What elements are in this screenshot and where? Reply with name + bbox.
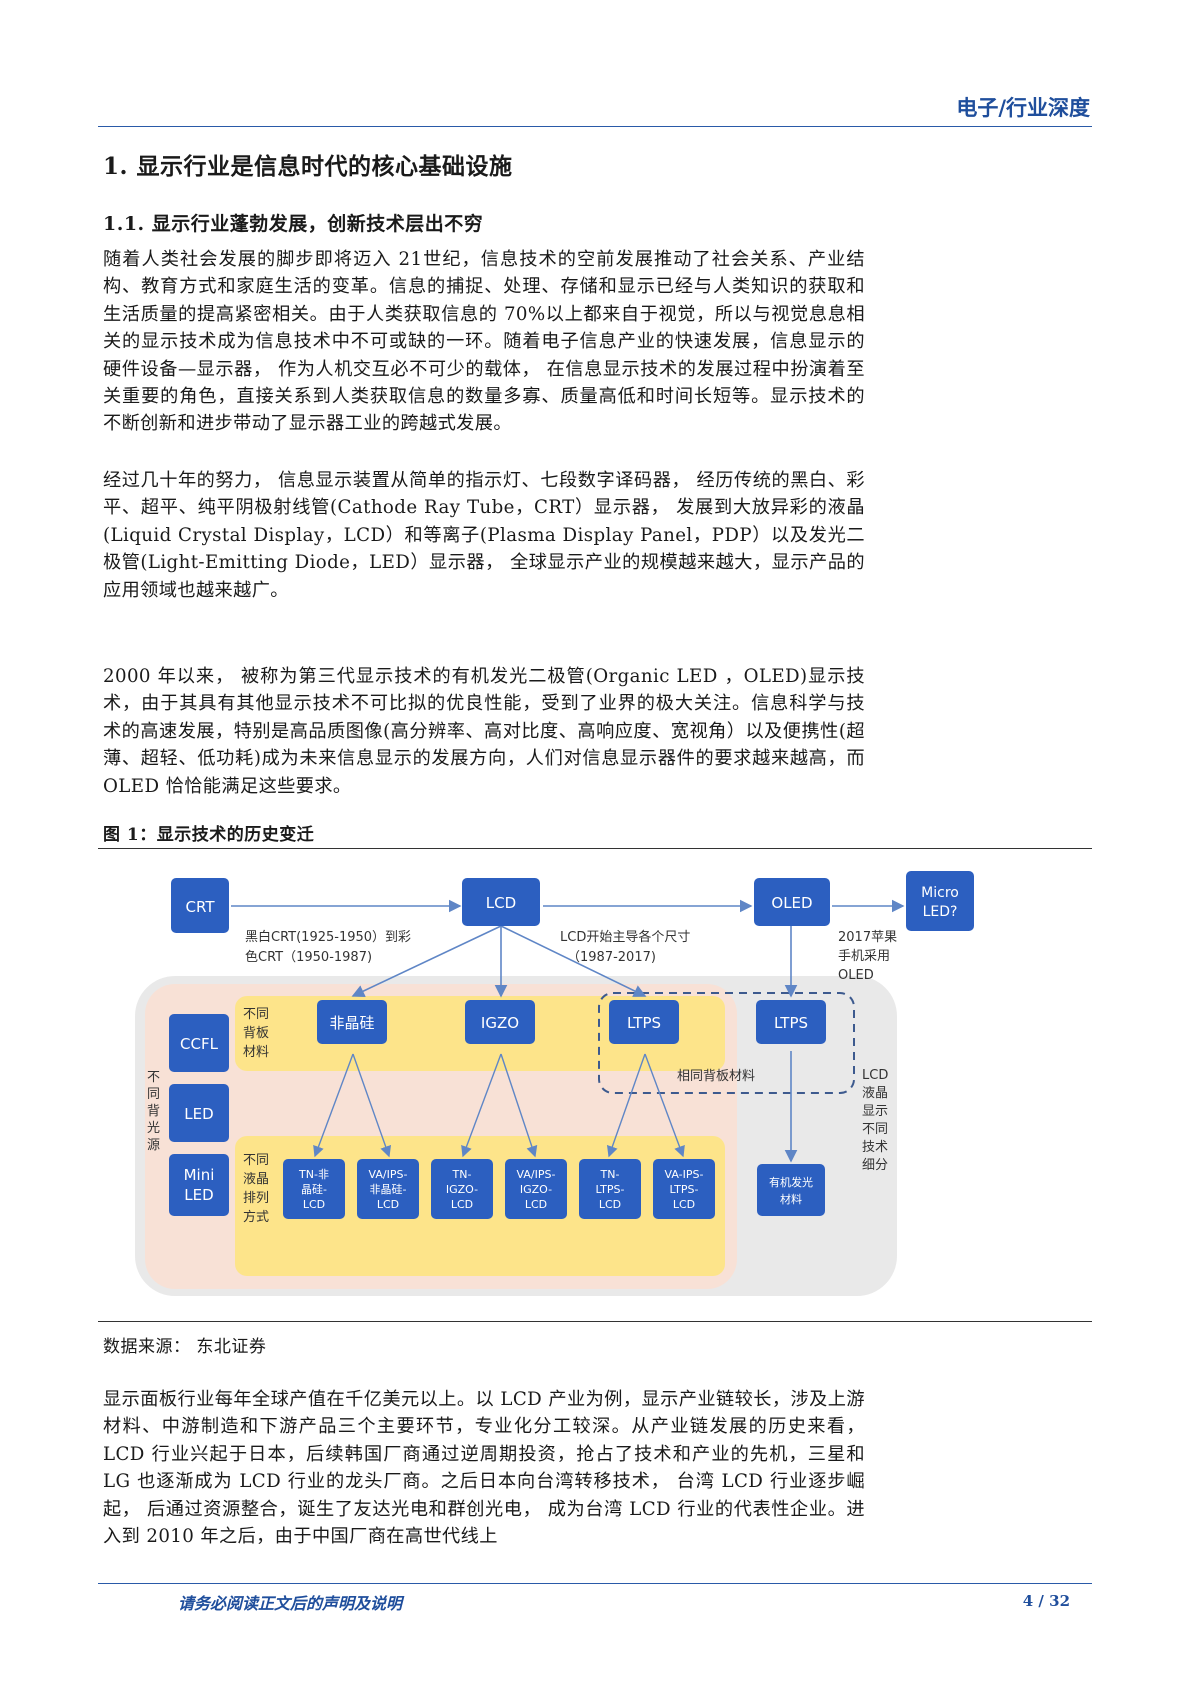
figure-bottom-rule (98, 1321, 1092, 1322)
svg-text:IGZO: IGZO (481, 1014, 519, 1032)
svg-text:VA/IPS-: VA/IPS- (369, 1168, 408, 1181)
svg-text:液晶: 液晶 (243, 1172, 269, 1187)
svg-text:LCD: LCD (377, 1198, 399, 1211)
footer-disclaimer: 请务必阅读正文后的声明及说明 (178, 1594, 403, 1613)
svg-text:细分: 细分 (862, 1158, 888, 1173)
svg-text:LCD: LCD (486, 894, 516, 912)
annotation-apple-line1: 2017苹果 (838, 930, 897, 945)
svg-text:TN-: TN- (452, 1168, 472, 1181)
svg-text:背: 背 (147, 1104, 160, 1119)
svg-text:同: 同 (147, 1087, 160, 1102)
svg-text:CCFL: CCFL (180, 1035, 219, 1053)
svg-text:显示: 显示 (862, 1104, 888, 1119)
paragraph-4: 显示面板行业每年全球产值在千亿美元以上。以 LCD 产业为例，显示产业链较长，涉… (103, 1389, 865, 1548)
svg-text:背板: 背板 (243, 1026, 269, 1041)
footer-divider (98, 1583, 1092, 1584)
section-heading: 1. 显示行业是信息时代的核心基础设施 (103, 153, 513, 180)
leaf-organic-material: 有机发光 材料 (757, 1164, 825, 1216)
annotation-apple-line2: 手机采用 (838, 949, 890, 964)
svg-text:LCD: LCD (451, 1198, 473, 1211)
leaf-vaips-igzo-lcd: VA/IPS- IGZO- LCD (505, 1159, 567, 1219)
label-same-backplane: 相同背板材料 (677, 1069, 755, 1084)
svg-text:IGZO-: IGZO- (446, 1183, 478, 1196)
svg-text:Mini: Mini (184, 1166, 215, 1184)
annotation-lcd-line2: （1987-2017) (567, 950, 656, 965)
leaf-vaips-ltps-lcd: VA-IPS- LTPS- LCD (653, 1159, 715, 1219)
svg-text:材料: 材料 (243, 1045, 269, 1060)
svg-text:不同: 不同 (862, 1122, 888, 1137)
svg-text:有机发光: 有机发光 (769, 1175, 813, 1189)
node-igzo: IGZO (465, 1000, 535, 1044)
label-different-backlight: 不 同 背 光 源 (147, 1070, 160, 1153)
subsection-heading: 1.1. 显示行业蓬勃发展，创新技术层出不穷 (103, 213, 484, 235)
node-amorphous-silicon: 非晶硅 (317, 1000, 387, 1044)
node-ccfl: CCFL (169, 1014, 229, 1072)
figure-title: 图 1：显示技术的历史变迁 (103, 825, 315, 845)
svg-text:LED: LED (184, 1105, 213, 1123)
svg-text:技术: 技术 (862, 1140, 888, 1155)
label-different-backplane: 不同 背板 材料 (243, 1007, 269, 1060)
svg-text:LCD: LCD (525, 1198, 547, 1211)
header-title: 电子/行业深度 (956, 96, 1090, 120)
annotation-crt-line2: 色CRT（1950-1987) (245, 949, 372, 965)
label-different-lc-alignment: 不同 液晶 排列 方式 (243, 1153, 269, 1225)
leaf-vaips-asi-lcd: VA/IPS- 非晶硅- LCD (357, 1159, 419, 1219)
svg-text:非晶硅: 非晶硅 (329, 1014, 374, 1032)
svg-text:方式: 方式 (243, 1209, 269, 1225)
figure-source: 数据来源： 东北证券 (103, 1337, 267, 1357)
svg-text:VA-IPS-: VA-IPS- (665, 1168, 704, 1181)
leaf-tn-ltps-lcd: TN- LTPS- LCD (579, 1159, 641, 1219)
node-lcd: LCD (462, 878, 540, 926)
paragraph-2: 经过几十年的努力， 信息显示装置从简单的指示灯、七段数字译码器， 经历传统的黑白… (103, 470, 865, 601)
paragraph-3: 2000 年以来， 被称为第三代显示技术的有机发光二极管(Organic LED… (103, 666, 865, 797)
figure-top-rule (98, 848, 1092, 849)
svg-text:源: 源 (147, 1138, 160, 1153)
svg-text:LCD: LCD (599, 1198, 621, 1211)
svg-text:非晶硅-: 非晶硅- (370, 1183, 407, 1196)
svg-text:LED?: LED? (923, 904, 958, 920)
svg-text:不同: 不同 (243, 1153, 269, 1168)
paragraph-1: 随着人类社会发展的脚步即将迈入 21世纪，信息技术的空前发展推动了社会关系、产业… (103, 249, 865, 435)
annotation-lcd-line1: LCD开始主导各个尺寸 (560, 929, 690, 945)
node-ltps-oled: LTPS (756, 1000, 826, 1044)
svg-text:IGZO-: IGZO- (520, 1183, 552, 1196)
svg-text:TN-非: TN-非 (298, 1168, 329, 1181)
annotation-apple-line3: OLED (838, 968, 874, 983)
svg-text:LTPS-: LTPS- (596, 1183, 625, 1196)
svg-text:材料: 材料 (780, 1192, 802, 1206)
leaf-tn-asi-lcd: TN-非 晶硅- LCD (283, 1159, 345, 1219)
node-ltps: LTPS (609, 1000, 679, 1044)
same-backplane-box (598, 992, 855, 1094)
svg-text:OLED: OLED (771, 894, 812, 912)
svg-text:LTPS: LTPS (774, 1014, 808, 1032)
svg-text:不同: 不同 (243, 1007, 269, 1022)
leaf-tn-igzo-lcd: TN- IGZO- LCD (431, 1159, 493, 1219)
svg-text:VA/IPS-: VA/IPS- (517, 1168, 556, 1181)
node-mini-led: Mini LED (169, 1154, 229, 1216)
svg-text:CRT: CRT (186, 898, 216, 916)
node-crt: CRT (171, 878, 229, 933)
svg-text:LCD: LCD (673, 1198, 695, 1211)
svg-text:TN-: TN- (600, 1168, 620, 1181)
annotation-crt-line1: 黑白CRT(1925-1950）到彩 (245, 929, 411, 945)
svg-text:光: 光 (147, 1121, 160, 1136)
svg-text:Micro: Micro (921, 885, 959, 901)
label-lcd-subdivision: LCD 液晶 显示 不同 技术 细分 (862, 1068, 888, 1173)
svg-text:不: 不 (147, 1070, 160, 1085)
svg-text:LED: LED (184, 1186, 213, 1204)
node-oled: OLED (754, 878, 830, 926)
svg-text:LCD: LCD (862, 1068, 888, 1083)
svg-text:LCD: LCD (303, 1198, 325, 1211)
display-tech-diagram: CRT LCD OLED Micro LED? 黑白CRT(1925-1950）… (135, 871, 974, 1296)
svg-text:晶硅-: 晶硅- (301, 1183, 327, 1196)
node-led: LED (169, 1084, 229, 1142)
page-number: 4 / 32 (1022, 1592, 1070, 1610)
svg-text:排列: 排列 (243, 1191, 269, 1206)
header-divider (98, 126, 1092, 127)
svg-text:LTPS: LTPS (627, 1014, 661, 1032)
svg-text:液晶: 液晶 (862, 1086, 888, 1101)
svg-text:LTPS-: LTPS- (670, 1183, 699, 1196)
node-micro-led: Micro LED? (906, 871, 974, 931)
